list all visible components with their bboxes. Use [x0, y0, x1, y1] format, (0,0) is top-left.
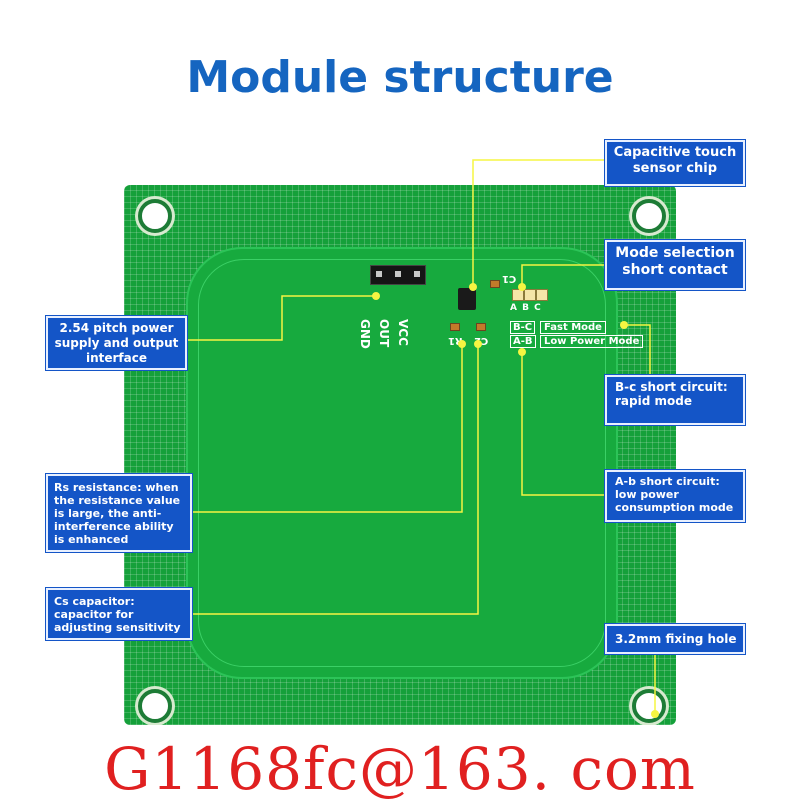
touch-sensing-area: [186, 247, 618, 679]
callout-ab-short: A-b short circuit: low power consumption…: [605, 470, 745, 522]
mode-pad-b: [524, 289, 536, 301]
callout-rs-resistance: Rs resistance: when the resistance value…: [46, 474, 192, 552]
capacitor-c2: [476, 323, 486, 331]
leader-line-mode-selection: [521, 264, 605, 287]
page-title: Module structure: [186, 52, 614, 103]
capacitor-c1: [490, 280, 500, 288]
marker-dot: [518, 283, 526, 291]
callout-cs-capacitor: Cs capacitor: capacitor for adjusting se…: [46, 588, 192, 640]
marker-dot: [372, 292, 380, 300]
pin-header: [370, 265, 426, 285]
header-pin: [376, 271, 382, 277]
callout-bc-short: B-c short circuit: rapid mode: [605, 375, 745, 425]
footer-email: G1168fc@163. com: [104, 735, 696, 803]
marker-dot: [518, 348, 526, 356]
marker-dot: [620, 321, 628, 329]
leader-line-ab-short: [521, 352, 605, 496]
leader-line-rs: [192, 344, 463, 513]
mounting-hole-bottom-right: [632, 689, 666, 723]
leader-line-cs: [192, 344, 479, 615]
mounting-hole-top-right: [632, 199, 666, 233]
touch-area-inner-ring: [198, 259, 606, 667]
callout-fixing-hole: 3.2mm fixing hole: [605, 624, 745, 654]
mode-pad-letters: A B C: [510, 303, 542, 313]
header-pin: [414, 271, 420, 277]
marker-dot: [458, 340, 466, 348]
sensor-chip: [458, 288, 476, 310]
mode-row-bc-label: Fast Mode: [540, 321, 606, 334]
callout-mode-selection: Mode selection short contact: [605, 240, 745, 290]
resistor-r1: [450, 323, 460, 331]
callout-pitch-interface: 2.54 pitch power supply and output inter…: [46, 316, 187, 370]
marker-dot: [474, 340, 482, 348]
leader-line-interface: [187, 295, 376, 341]
marker-dot: [469, 283, 477, 291]
marker-dot: [651, 710, 659, 718]
callout-capacitive-touch-chip: Capacitive touch sensor chip: [605, 140, 745, 186]
mode-pad-c: [536, 289, 548, 301]
header-pin: [395, 271, 401, 277]
leader-line-chip: [472, 159, 605, 285]
mode-row-ab-label: Low Power Mode: [540, 335, 644, 348]
pcb-board: VCC OUT GND C1 R1 C2 A B C B-C Fast Mode…: [124, 185, 676, 725]
mode-pad-a: [512, 289, 524, 301]
mode-row-ab-code: A-B: [510, 335, 536, 348]
mounting-hole-bottom-left: [138, 689, 172, 723]
mounting-hole-top-left: [138, 199, 172, 233]
mode-row-bc-code: B-C: [510, 321, 536, 334]
